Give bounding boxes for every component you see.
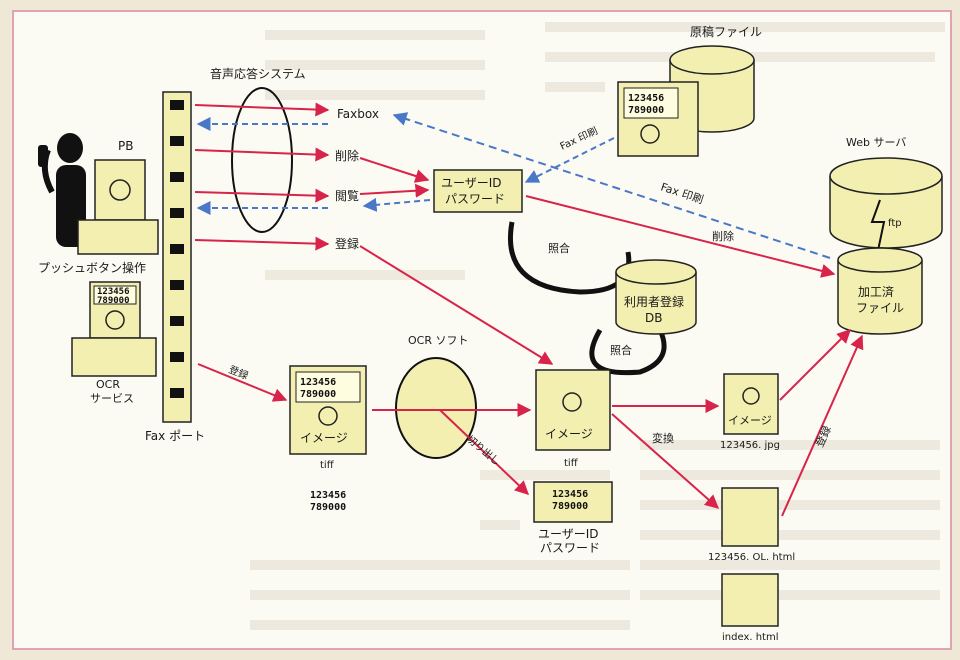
collate-curve-2: [589, 328, 667, 376]
processed-file-cylinder: [837, 247, 923, 335]
collate-label-2: 照合: [610, 343, 632, 357]
user-id-label-1: ユーザーID: [441, 176, 502, 190]
index-html-file-box: [721, 573, 779, 627]
register-label-1: 登録: [335, 236, 359, 251]
collate-label-1: 照合: [548, 241, 570, 255]
jpg-file-box: [723, 373, 779, 435]
user-id-label-2: ユーザーID: [538, 527, 599, 541]
password-label-2: パスワード: [540, 541, 600, 555]
fax-port-label: Fax ポート: [145, 429, 205, 443]
index-html-filename: index. html: [722, 632, 779, 643]
scan-code-line2: 789000: [300, 389, 336, 400]
push-button-label: プッシュボタン操作: [38, 260, 146, 275]
password-label-1: パスワード: [445, 192, 505, 206]
user-db-label-1: 利用者登録: [624, 294, 684, 309]
user-id-box-bottom: [533, 481, 613, 523]
ocr-service-label-1: OCR: [96, 378, 120, 391]
image-tiff-box: [535, 369, 611, 451]
ftp-label: ftp: [888, 218, 902, 229]
ocr-code-line2: 789000: [97, 296, 130, 306]
menu-arrows: [194, 102, 330, 251]
image-label-1: イメージ: [300, 431, 348, 445]
push-button-phone-icon: [77, 159, 159, 255]
user-db-cylinder: [615, 259, 697, 335]
ocr-soft-ellipse: [395, 357, 477, 459]
orig-code-line1: 123456: [628, 93, 664, 104]
cut-out-label: 切り出し: [464, 432, 503, 468]
collate-curve-1: [508, 221, 632, 295]
pb-label: PB: [118, 139, 133, 153]
ocr-soft-label: OCR ソフト: [408, 334, 468, 347]
processed-label-1: 加工済: [858, 284, 894, 299]
user-id-box-top: [433, 169, 523, 213]
web-server-label: Web サーバ: [846, 136, 906, 149]
scanned-tiff-box: [289, 365, 367, 455]
uid-code-line2: 789000: [552, 501, 588, 512]
tiff-label-1: tiff: [320, 460, 335, 471]
ocr-code-line1: 123456: [97, 287, 130, 297]
ol-html-filename: 123456. OL. html: [708, 552, 795, 563]
web-server-cylinder: [829, 157, 943, 261]
background-text: [250, 22, 945, 630]
jpg-filename: 123456. jpg: [720, 440, 780, 451]
fax-print-label-2: Fax 印刷: [659, 180, 705, 206]
processed-label-2: ファイル: [856, 301, 904, 315]
uid-code-line1: 123456: [552, 489, 588, 500]
original-file-cylinder: [617, 45, 755, 157]
browse-label: 閲覧: [335, 189, 359, 203]
faxbox-label: Faxbox: [337, 107, 379, 121]
tiff-label-2: tiff: [564, 458, 579, 469]
original-file-label: 原稿ファイル: [690, 24, 762, 39]
fax-port-column: [162, 91, 192, 423]
below-code-line2: 789000: [310, 502, 346, 513]
ol-html-file-box: [721, 487, 779, 547]
user-db-label-2: DB: [645, 311, 662, 325]
voice-system-label: 音声応答システム: [210, 66, 306, 81]
voice-system-ellipse: [231, 87, 293, 233]
delete-label-1: 削除: [335, 148, 359, 163]
scan-code-line1: 123456: [300, 377, 336, 388]
image-label-2: イメージ: [545, 427, 593, 441]
orig-code-line2: 789000: [628, 105, 664, 116]
delete-label-2: 削除: [712, 229, 734, 243]
convert-label: 変換: [652, 431, 674, 445]
register-label-2: 登録: [227, 363, 250, 383]
ocr-service-fax-icon: [71, 281, 157, 377]
below-code-line1: 123456: [310, 490, 346, 501]
image-label-3: イメージ: [728, 414, 772, 427]
ocr-service-label-2: サービス: [90, 392, 134, 405]
